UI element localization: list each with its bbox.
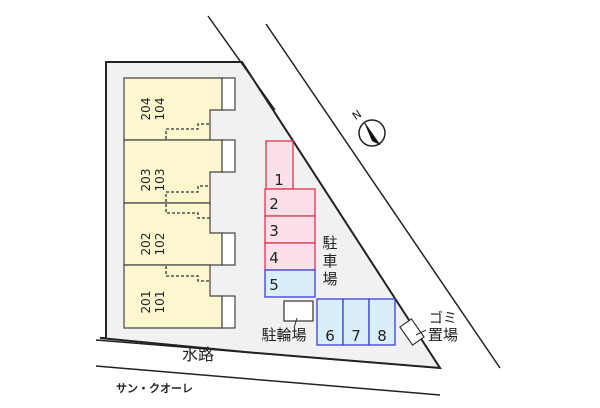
parking-space-number: 7 bbox=[351, 327, 361, 345]
road-edge-line bbox=[265, 23, 501, 369]
unit-label-lower: 103 bbox=[153, 169, 167, 192]
parking-space-number: 3 bbox=[269, 222, 279, 240]
garbage-area: ゴミ 置場 bbox=[399, 310, 458, 346]
waterway-label: 水路 bbox=[182, 345, 214, 364]
compass-icon: N bbox=[350, 107, 386, 147]
building: 204 104 203 103 202 102 201 101 bbox=[123, 77, 236, 329]
garbage-label-line1: ゴミ bbox=[429, 310, 457, 327]
parking-space-number: 1 bbox=[274, 171, 284, 189]
parking-label-char: 駐 bbox=[322, 234, 337, 252]
waterway-line bbox=[95, 339, 441, 369]
road-edge-line bbox=[207, 15, 276, 111]
property-name: サン・クオーレ bbox=[116, 382, 193, 395]
unit-label-upper: 201 bbox=[139, 291, 153, 314]
parking-space-number: 4 bbox=[269, 249, 279, 267]
parking-label-char: 車 bbox=[322, 252, 337, 270]
waterway-line bbox=[95, 365, 441, 396]
parking-label-char: 場 bbox=[322, 270, 337, 288]
unit-label-upper: 202 bbox=[139, 233, 153, 256]
parking-space-number: 6 bbox=[325, 327, 335, 345]
compass-north-label: N bbox=[350, 107, 364, 122]
unit-label-lower: 104 bbox=[153, 98, 167, 121]
parking-space-number: 8 bbox=[377, 327, 387, 345]
unit-label-lower: 101 bbox=[153, 291, 167, 314]
parking-space-number: 5 bbox=[269, 276, 279, 294]
bicycle-parking: 駐輪場 bbox=[261, 300, 314, 344]
parking-space-number: 2 bbox=[269, 195, 279, 213]
parking-area: 1 2 3 4 5 6 7 8 駐 車 場 bbox=[264, 140, 396, 346]
unit-label-upper: 204 bbox=[139, 98, 153, 121]
bicycle-parking-label: 駐輪場 bbox=[261, 326, 306, 344]
garbage-label-line2: 置場 bbox=[428, 326, 458, 344]
unit-label-lower: 102 bbox=[153, 233, 167, 256]
unit-label-upper: 203 bbox=[139, 169, 153, 192]
